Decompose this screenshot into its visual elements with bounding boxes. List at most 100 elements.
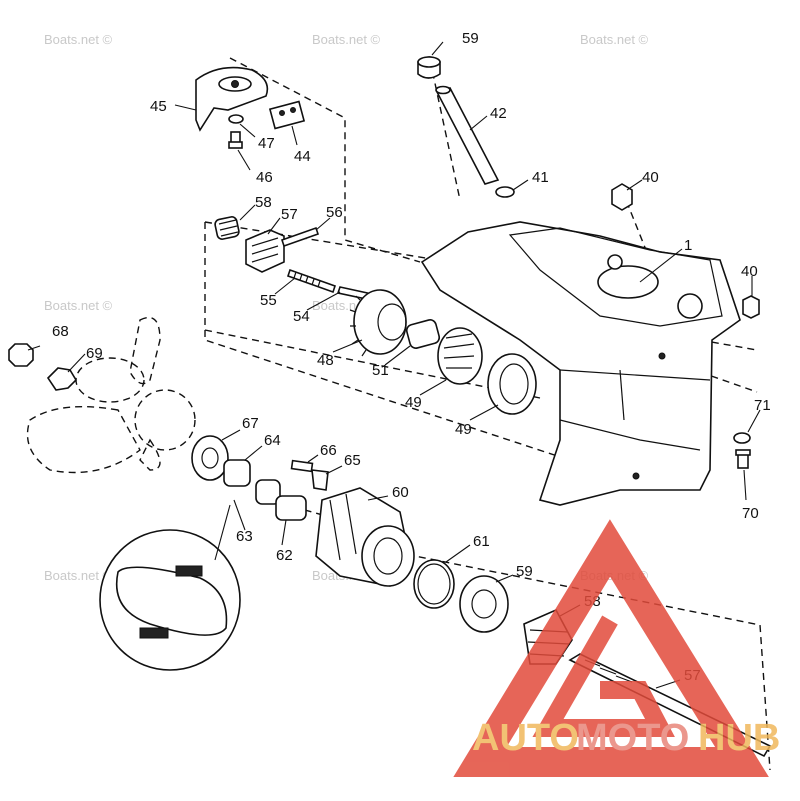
part-61-o-ring bbox=[413, 559, 455, 609]
part-69-tab-washer bbox=[46, 367, 78, 391]
callout-label: 54 bbox=[293, 308, 310, 325]
callout-label: 48 bbox=[317, 352, 334, 369]
part-67-thrust-washer bbox=[191, 435, 229, 481]
part-48-gear bbox=[353, 289, 407, 355]
bearing-detail-inset bbox=[99, 529, 241, 671]
callout-label: 66 bbox=[320, 442, 337, 459]
callout-label: 69 bbox=[86, 345, 103, 362]
callout-label: 41 bbox=[532, 169, 549, 186]
part-62-bearing bbox=[275, 495, 307, 521]
part-55-teeth bbox=[251, 237, 279, 263]
part-44-hole bbox=[279, 110, 285, 116]
callout-label: 70 bbox=[742, 505, 759, 522]
callout-label: 71 bbox=[754, 397, 771, 414]
part-53-coils bbox=[293, 271, 321, 288]
brand-logo: AUTO MOTO HUB bbox=[453, 519, 780, 777]
propeller-hub bbox=[134, 389, 196, 451]
reverse-gear-group bbox=[191, 435, 415, 587]
part-54-pin bbox=[280, 226, 320, 248]
callout-label: 46 bbox=[256, 169, 273, 186]
callout-label: 63 bbox=[236, 528, 253, 545]
callout-label: 65 bbox=[344, 452, 361, 469]
callout-label: 49 bbox=[405, 394, 422, 411]
callout-label: 49 bbox=[455, 421, 472, 438]
callout-label: 47 bbox=[258, 135, 275, 152]
callout-label: 59 bbox=[462, 30, 479, 47]
part-71-washer bbox=[733, 432, 751, 444]
detail-bearing-lower bbox=[139, 627, 169, 639]
callout-label: 55 bbox=[260, 292, 277, 309]
part-56-coils bbox=[218, 219, 239, 237]
detail-bearing-upper bbox=[175, 565, 203, 577]
part-46-bolt-head bbox=[228, 141, 243, 149]
callout-label: 40 bbox=[642, 169, 659, 186]
propeller-blade-top bbox=[129, 316, 161, 385]
brand-word-hub: HUB bbox=[698, 717, 780, 759]
part-43-top bbox=[417, 56, 441, 68]
watermark: Boats.net © bbox=[44, 568, 113, 583]
detail-shaft bbox=[116, 566, 228, 636]
propeller-blade-left bbox=[26, 406, 141, 474]
water-pump-housing-group bbox=[195, 66, 306, 149]
callout-label: 62 bbox=[276, 547, 293, 564]
part-60-ribs bbox=[329, 493, 357, 561]
housing-cavity bbox=[597, 265, 659, 299]
part-60-flange bbox=[361, 525, 415, 587]
propeller-group bbox=[8, 316, 196, 474]
logo-inner-mark bbox=[532, 615, 675, 737]
part-68-prop-nut bbox=[8, 343, 34, 367]
callout-label: 57 bbox=[281, 206, 298, 223]
housing-screw bbox=[632, 472, 640, 480]
watermark: Boats.net © bbox=[312, 32, 381, 47]
drain-screw-group bbox=[733, 432, 751, 469]
part-59-bearing bbox=[459, 575, 509, 633]
part-66-screw bbox=[290, 459, 314, 473]
part-1-gear-housing bbox=[420, 221, 741, 506]
propeller-hub-ring bbox=[75, 357, 145, 403]
callout-label: 44 bbox=[294, 148, 311, 165]
housing-bore bbox=[677, 293, 703, 319]
forward-gear-group bbox=[349, 289, 537, 415]
watermark: Boats.net © bbox=[44, 32, 113, 47]
brand-word-moto: MOTO bbox=[576, 717, 689, 759]
shift-parts-group bbox=[214, 216, 373, 301]
part-47-washer bbox=[228, 114, 244, 124]
callout-label: 60 bbox=[392, 484, 409, 501]
callout-label: 45 bbox=[150, 98, 167, 115]
housing-rib bbox=[619, 369, 625, 421]
housing-seam bbox=[559, 369, 711, 381]
callout-label: 68 bbox=[52, 323, 69, 340]
callout-label: 1 bbox=[684, 237, 692, 254]
part-61-o-ring-inner bbox=[417, 563, 451, 605]
callout-label: 58 bbox=[255, 194, 272, 211]
callout-labels: 59 42 41 40 1 40 45 47 44 46 58 57 56 55… bbox=[52, 30, 771, 684]
part-67-bore bbox=[201, 447, 219, 469]
part-48-teeth bbox=[349, 295, 367, 357]
housing-fin-line bbox=[559, 419, 701, 451]
brand-word-auto: AUTO bbox=[472, 717, 579, 759]
watermark: Boats.net © bbox=[44, 298, 113, 313]
housing-boss bbox=[607, 254, 623, 270]
part-45-hole bbox=[231, 80, 239, 88]
callout-label: 51 bbox=[372, 362, 389, 379]
logo-triangle bbox=[453, 519, 769, 777]
part-49-cup-bore bbox=[499, 363, 529, 405]
callout-label: 56 bbox=[326, 204, 343, 221]
part-64-bearing bbox=[223, 459, 251, 487]
part-44-gasket bbox=[268, 100, 306, 130]
callout-label: 61 bbox=[473, 533, 490, 550]
part-59-bore bbox=[471, 589, 497, 619]
part-49-rollers bbox=[443, 333, 475, 369]
part-53-spring bbox=[286, 268, 337, 294]
part-60-bore bbox=[373, 537, 403, 575]
part-41-seal bbox=[495, 186, 515, 198]
callout-label: 59 bbox=[516, 563, 533, 580]
part-70-screw-head bbox=[735, 449, 751, 456]
water-tube-group bbox=[417, 56, 515, 198]
part-40-nuts bbox=[611, 183, 760, 319]
part-55-clutch bbox=[245, 229, 285, 273]
callout-label: 40 bbox=[741, 263, 758, 280]
part-51-bearing bbox=[405, 319, 441, 349]
part-49-bearing-cup bbox=[487, 353, 537, 415]
